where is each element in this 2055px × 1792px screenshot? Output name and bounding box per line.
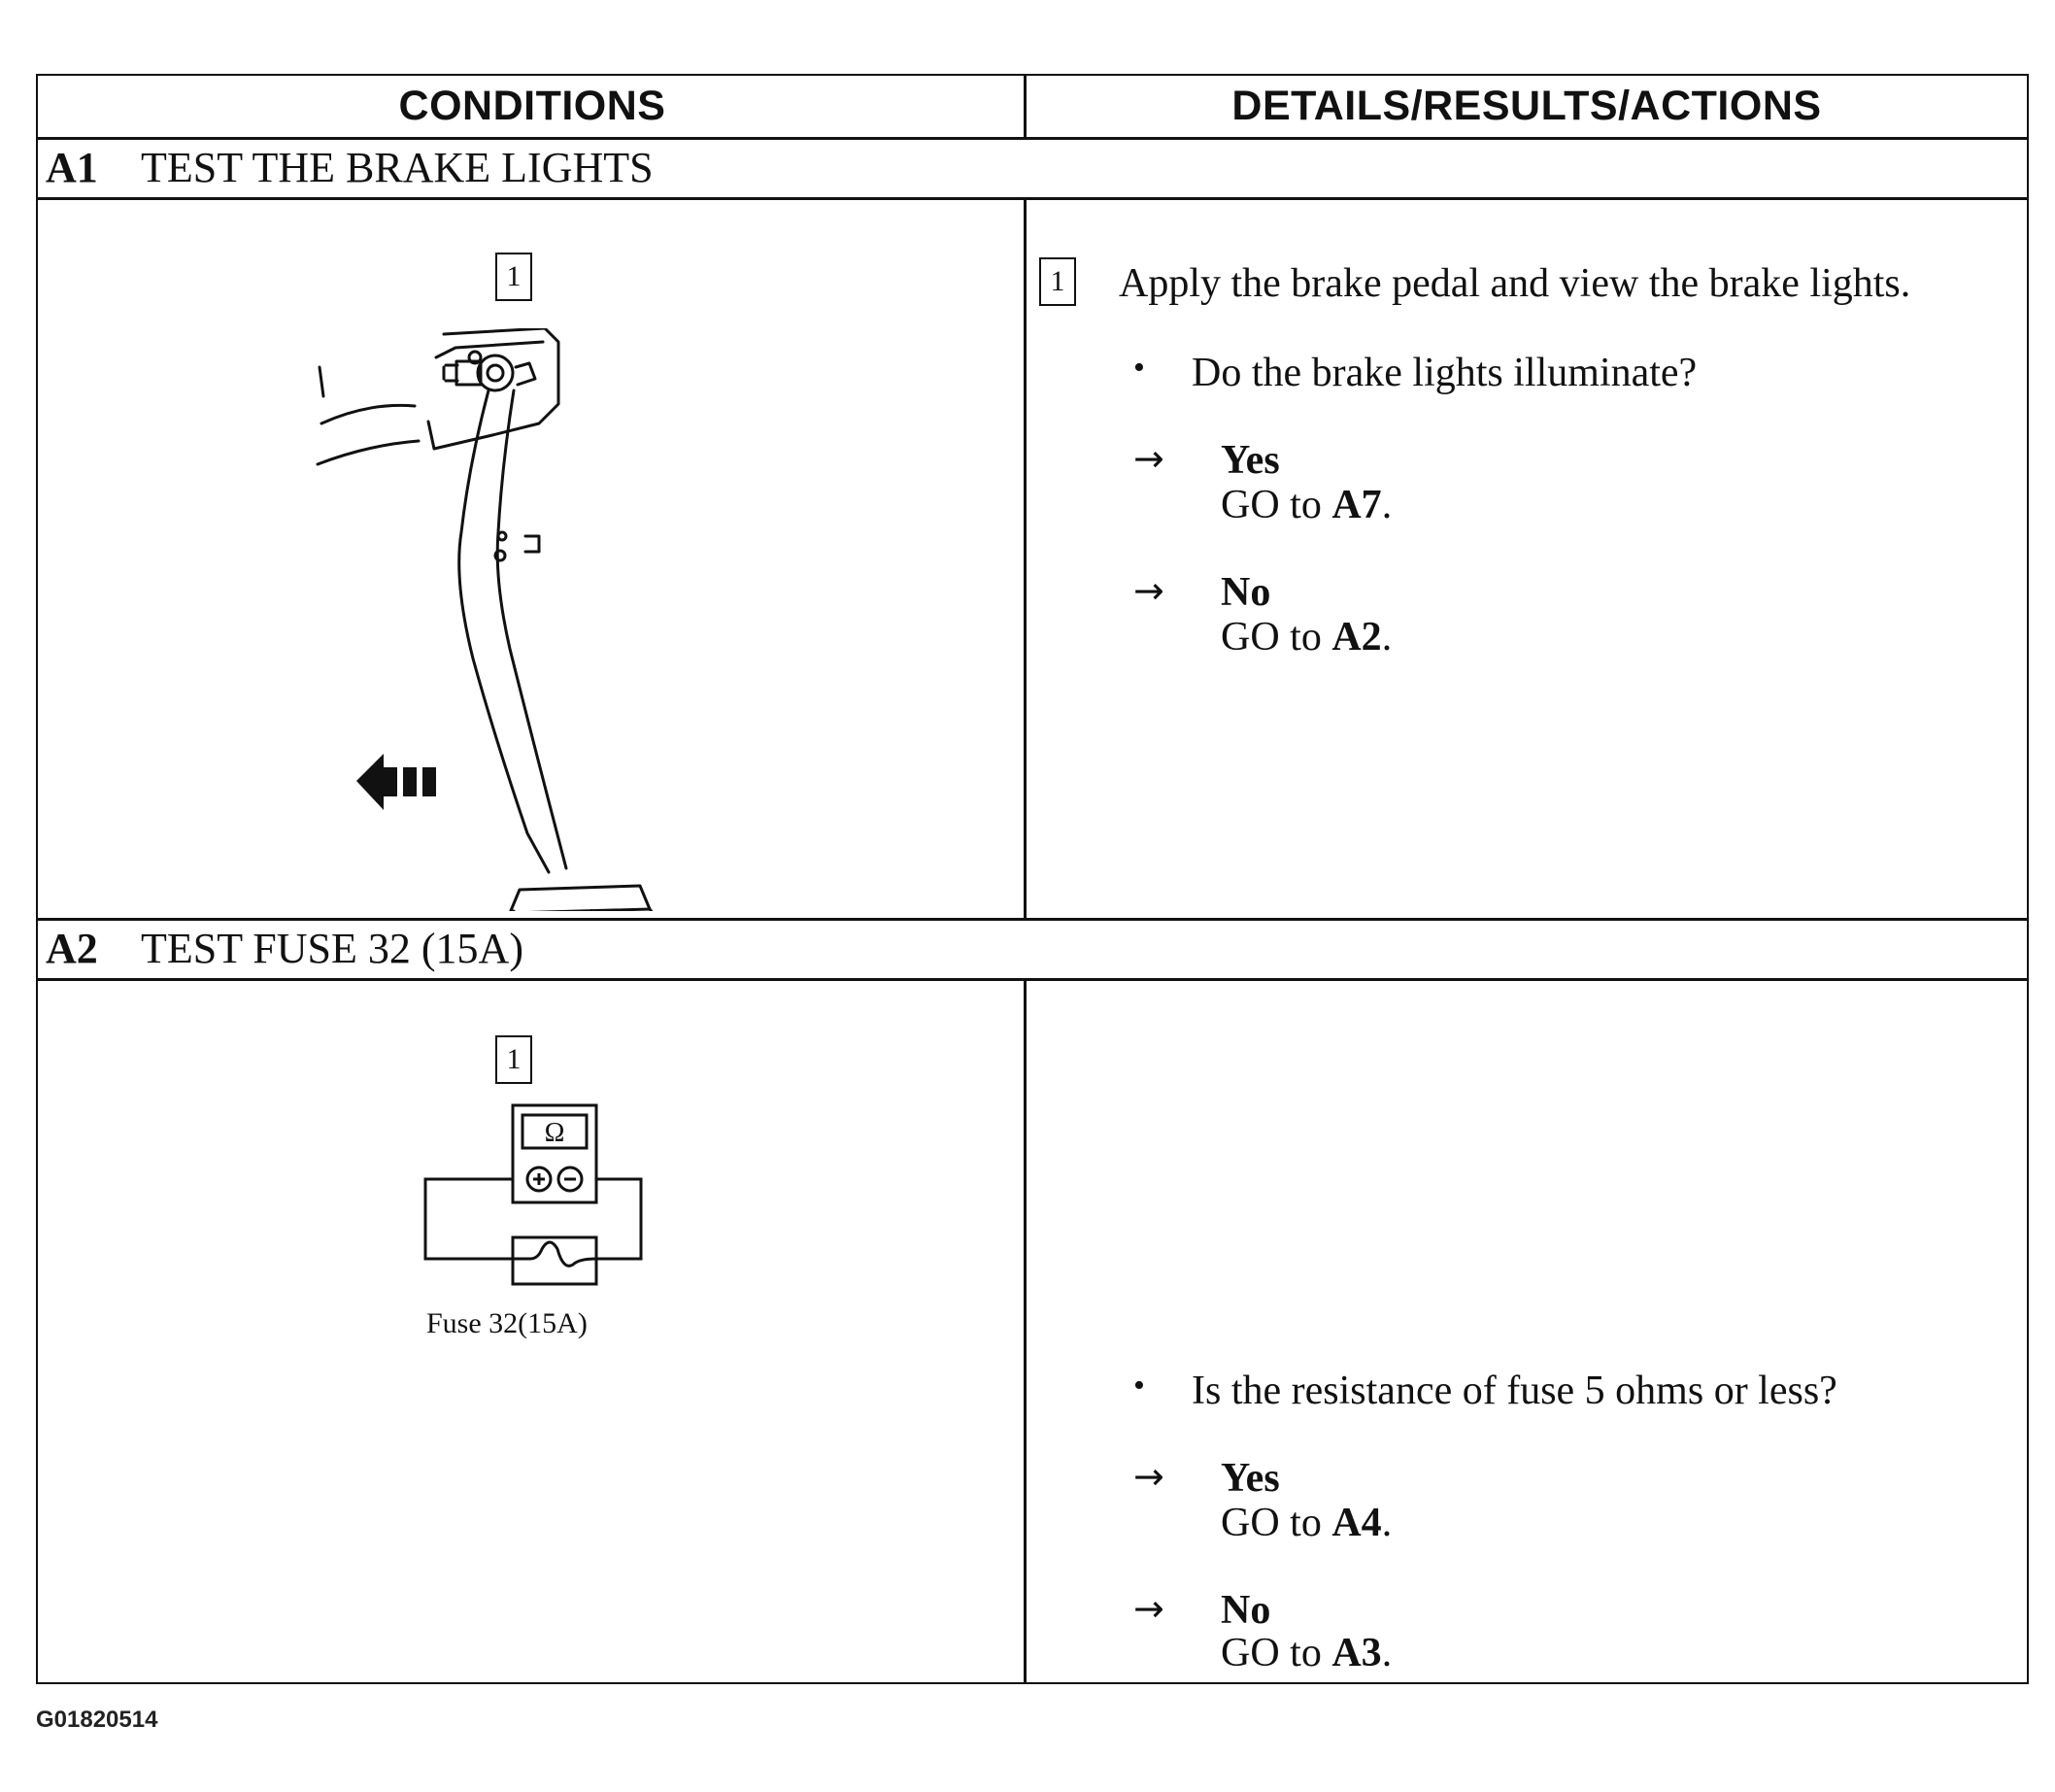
- step-a2-title-text: TEST FUSE 32 (15A): [141, 924, 523, 972]
- period-text: .: [1381, 1631, 1393, 1675]
- step-a2-yes-label: Yes: [1221, 1456, 1280, 1501]
- arrow-right-icon: →: [1133, 569, 1164, 612]
- step-a1-action-callout: 1: [1039, 257, 1076, 306]
- divider: [1024, 76, 1027, 137]
- go-to-text: GO to: [1221, 483, 1322, 527]
- divider: [38, 978, 2027, 981]
- go-to-text: GO to: [1221, 1501, 1322, 1545]
- step-a2-id: A2: [46, 924, 98, 972]
- diagnostic-table: CONDITIONS DETAILS/RESULTS/ACTIONS A1 TE…: [36, 74, 2029, 1684]
- step-a1-no-result: GO to A2.: [1221, 614, 1392, 660]
- step-a1-callout: 1: [495, 253, 532, 301]
- go-to-text: GO to: [1221, 1631, 1322, 1675]
- step-a1-yes-label: Yes: [1221, 438, 1280, 483]
- step-a1-question: Do the brake lights illuminate?: [1192, 351, 1698, 395]
- divider: [1024, 197, 1027, 920]
- go-to-text: GO to: [1221, 615, 1322, 659]
- step-a1-title: A1 TEST THE BRAKE LIGHTS: [46, 137, 654, 197]
- step-a2-no-result: GO to A3.: [1221, 1630, 1392, 1676]
- arrow-right-icon: →: [1133, 1587, 1164, 1630]
- divider: [1024, 978, 1027, 1682]
- divider: [38, 137, 2027, 140]
- conditions-header: CONDITIONS: [398, 83, 666, 129]
- divider: [38, 918, 2027, 921]
- step-a1-no-label: No: [1221, 570, 1271, 615]
- step-a2-yes-result: GO to A4.: [1221, 1500, 1392, 1546]
- brake-pedal-illustration: [316, 328, 654, 911]
- period-text: .: [1381, 615, 1393, 659]
- divider: [38, 197, 2027, 200]
- step-a2-no-label: No: [1221, 1588, 1271, 1633]
- step-a2-yes-target[interactable]: A4: [1331, 1501, 1382, 1545]
- ohm-symbol: Ω: [544, 1118, 565, 1148]
- fuse-caption: Fuse 32(15A): [426, 1307, 588, 1339]
- step-a1-title-text: TEST THE BRAKE LIGHTS: [141, 143, 654, 191]
- bullet-icon: •: [1133, 1368, 1145, 1403]
- details-header: DETAILS/RESULTS/ACTIONS: [1231, 83, 1822, 129]
- step-a2-callout: 1: [495, 1035, 532, 1084]
- step-a1-action-text: Apply the brake pedal and view the brake…: [1119, 261, 1911, 306]
- step-a1-id: A1: [46, 143, 98, 191]
- period-text: .: [1381, 483, 1393, 527]
- step-a2-title: A2 TEST FUSE 32 (15A): [46, 918, 523, 978]
- arrow-right-icon: →: [1133, 437, 1164, 480]
- figure-id: G01820514: [36, 1707, 158, 1733]
- bullet-icon: •: [1133, 350, 1145, 386]
- step-a2-no-target[interactable]: A3: [1331, 1631, 1382, 1675]
- step-a1-yes-result: GO to A7.: [1221, 482, 1392, 528]
- step-a1-no-target[interactable]: A2: [1331, 615, 1382, 659]
- arrow-right-icon: →: [1133, 1455, 1164, 1498]
- ohmmeter-fuse-diagram: [423, 1103, 643, 1286]
- step-a1-yes-target[interactable]: A7: [1331, 483, 1382, 527]
- period-text: .: [1381, 1501, 1393, 1545]
- step-a2-question: Is the resistance of fuse 5 ohms or less…: [1192, 1369, 1837, 1413]
